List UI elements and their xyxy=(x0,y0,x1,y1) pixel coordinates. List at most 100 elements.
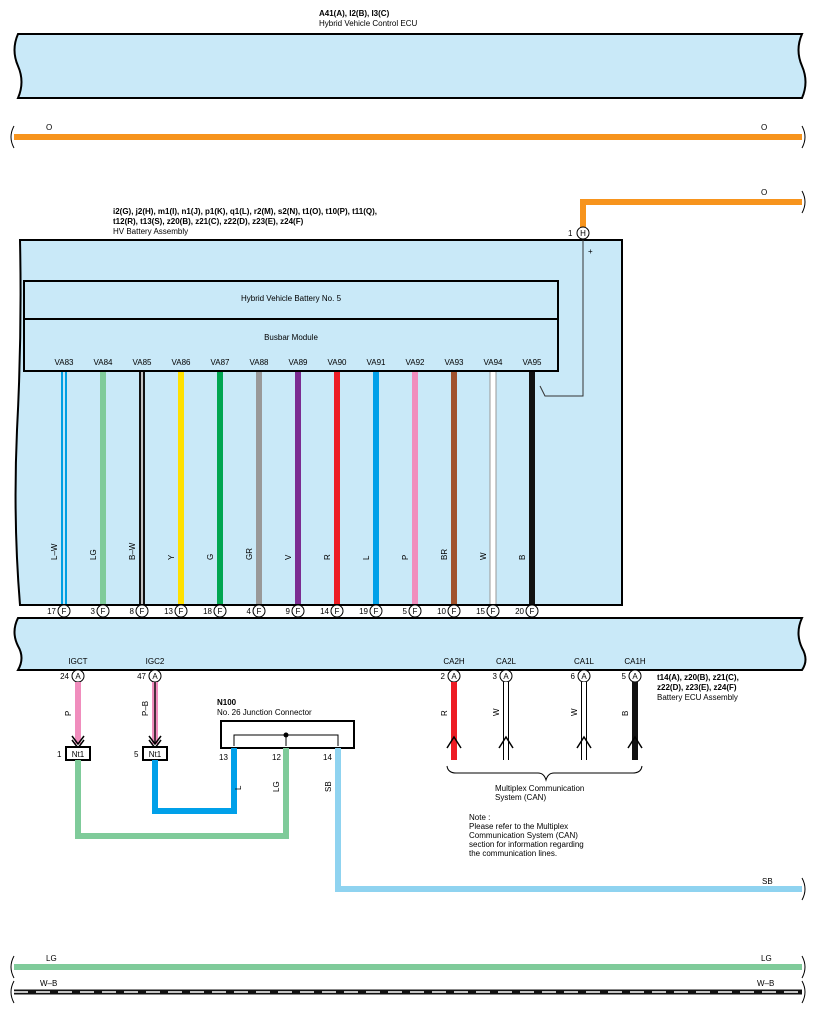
battery-ecu-assembly: t14(A), z20(B), z21(C), z22(D), z23(E), … xyxy=(13,617,807,702)
connector-letter: F xyxy=(374,607,379,616)
pin-number: 13 xyxy=(164,607,173,616)
pin-number: 19 xyxy=(359,607,368,616)
pin-number: 20 xyxy=(515,607,524,616)
wire-color-label: G xyxy=(206,554,215,560)
connector-letter: F xyxy=(257,607,262,616)
can-label-1: Multiplex Communication xyxy=(495,784,584,793)
hv-control-ecu: A41(A), I2(B), I3(C) Hybrid Vehicle Cont… xyxy=(13,9,807,99)
wire-color-label: L–W xyxy=(50,543,59,560)
busbar-terminal-label: VA87 xyxy=(211,358,231,367)
connector-letter: F xyxy=(140,607,145,616)
ecu-pin-conn: A xyxy=(451,672,457,681)
wire-lg-bottom-right: LG xyxy=(761,954,772,963)
ecu-pin-conn: A xyxy=(581,672,587,681)
busbar-terminal-label: VA93 xyxy=(445,358,465,367)
wire-color-label: V xyxy=(284,554,293,560)
wire-color-label: B–W xyxy=(128,542,137,560)
note-line-4: section for information regarding xyxy=(469,840,584,849)
junction-code: N100 xyxy=(217,698,237,707)
ecu-wire-color: W xyxy=(492,708,501,716)
battery-ecu-name: Battery ECU Assembly xyxy=(657,693,738,702)
pin-number: 5 xyxy=(403,607,408,616)
busbar-module-label: Busbar Module xyxy=(264,333,318,342)
busbar-terminal-label: VA91 xyxy=(367,358,387,367)
pin-number: 3 xyxy=(91,607,96,616)
busbar-terminal-label: VA94 xyxy=(484,358,504,367)
ecu-pin-name: IGCT xyxy=(68,657,87,666)
ecu-pin-name: CA1L xyxy=(574,657,595,666)
h-plus-sign: + xyxy=(588,247,593,256)
ecu-pin-name: CA2H xyxy=(443,657,465,666)
can-bracket xyxy=(446,765,643,782)
ecu-pin-number: 3 xyxy=(493,672,498,681)
wire-color-label: W xyxy=(479,552,488,560)
battery-wire: VA87G18FVA87 xyxy=(203,358,230,633)
arrow-down-icon xyxy=(148,735,162,746)
pin-number: 9 xyxy=(286,607,291,616)
wire-color-label: P xyxy=(401,555,410,560)
junction-pin-14: 14 xyxy=(323,753,332,762)
connector-letter: F xyxy=(413,607,418,616)
ecu-wire-color: W xyxy=(570,708,579,716)
wire-color-label: GR xyxy=(245,548,254,560)
hv-battery-assembly: i2(G), j2(H), m1(I), n1(J), p1(K), q1(L)… xyxy=(14,207,623,606)
note-line-3: Communication System (CAN) xyxy=(469,831,578,840)
arrow-down-icon xyxy=(71,735,85,746)
junction-pin-12: 12 xyxy=(272,753,281,762)
pin-number: 14 xyxy=(320,607,329,616)
nt1-label-a: Nt1 xyxy=(72,750,85,759)
ecu-wire-color: P–B xyxy=(141,701,150,716)
ecu-pin-conn: A xyxy=(75,672,81,681)
hv-battery-name: HV Battery Assembly xyxy=(113,227,188,236)
can-section: Multiplex Communication System (CAN) Not… xyxy=(446,765,643,858)
lower-wires: SB L LG SB xyxy=(75,748,806,901)
wire-o-left-label: O xyxy=(46,123,52,132)
wire-sb xyxy=(335,748,802,892)
pin-number: 10 xyxy=(437,607,446,616)
busbar-terminal-label: VA84 xyxy=(94,358,114,367)
connector-letter: F xyxy=(62,607,67,616)
note-line-5: the communication lines. xyxy=(469,849,557,858)
ecu-top-codes: A41(A), I2(B), I3(C) xyxy=(319,9,390,18)
connector-letter: F xyxy=(335,607,340,616)
can-label-2: System (CAN) xyxy=(495,793,546,802)
nt1-label-b: Nt1 xyxy=(149,750,162,759)
connector-h-label: H xyxy=(580,229,586,238)
battery-ecu-codes-1: t14(A), z20(B), z21(C), xyxy=(657,673,739,682)
battery-no-label: Hybrid Vehicle Battery No. 5 xyxy=(241,294,342,303)
note-line-2: Please refer to the Multiplex xyxy=(469,822,568,831)
ecu-wire-color: B xyxy=(621,711,630,716)
hv-battery-codes-1: i2(G), j2(H), m1(I), n1(J), p1(K), q1(L)… xyxy=(113,207,377,216)
note-line-1: Note : xyxy=(469,813,490,822)
connector-letter: F xyxy=(452,607,457,616)
pin-number: 4 xyxy=(247,607,252,616)
connector-letter: F xyxy=(179,607,184,616)
ecu-pin-number: 6 xyxy=(571,672,576,681)
ecu-wire-color: R xyxy=(440,710,449,716)
wire-o-top: O O xyxy=(10,123,806,149)
busbar-terminal-label: VA95 xyxy=(523,358,543,367)
ecu-pin-name: IGC2 xyxy=(146,657,165,666)
wire-color-label: Y xyxy=(167,554,176,560)
busbar-terminal-label: VA88 xyxy=(250,358,270,367)
wire-color-label: B xyxy=(518,555,527,560)
arrow-up-icon xyxy=(576,735,592,749)
wire-lg-bottom-left: LG xyxy=(46,954,57,963)
ecu-wire-color: P xyxy=(64,711,73,716)
wire-o-h: O 1 H xyxy=(568,188,806,240)
pin-number: 17 xyxy=(47,607,56,616)
ecu-top-name: Hybrid Vehicle Control ECU xyxy=(319,19,417,28)
wire-color-label: LG xyxy=(89,549,98,560)
wire-color-label: L xyxy=(362,555,371,560)
pin-number: 8 xyxy=(130,607,135,616)
junction-name: No. 26 Junction Connector xyxy=(217,708,312,717)
wire-lg-label: LG xyxy=(272,781,281,792)
wire-o-right-label: O xyxy=(761,123,767,132)
connector-letter: F xyxy=(530,607,535,616)
